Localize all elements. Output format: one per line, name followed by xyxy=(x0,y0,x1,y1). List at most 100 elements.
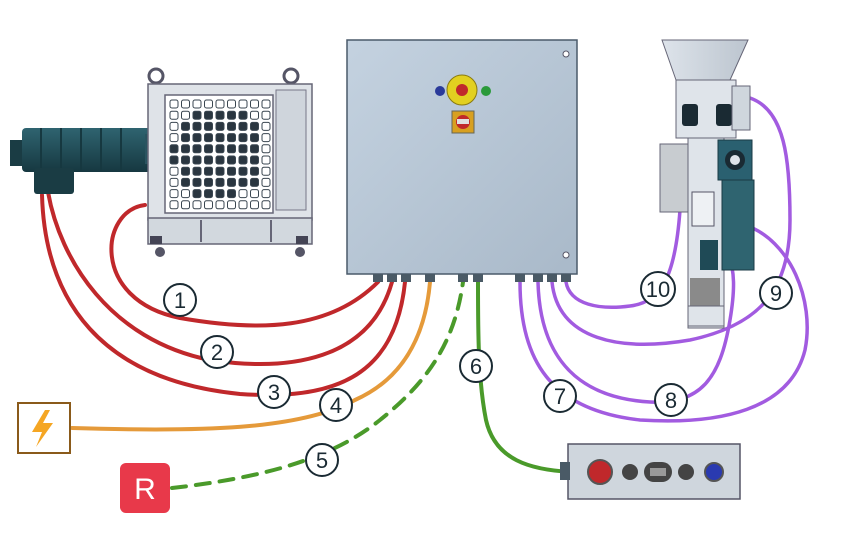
grille-hole xyxy=(215,200,225,210)
grille-hole xyxy=(204,144,213,154)
grille-hole xyxy=(181,177,190,187)
grille-hole xyxy=(181,99,190,109)
grille-hole xyxy=(238,155,248,165)
cable-9 xyxy=(550,96,792,346)
control-pendant xyxy=(560,443,741,500)
cable-6 xyxy=(476,280,574,474)
grille-hole xyxy=(192,177,202,187)
remote-logo-letter: R xyxy=(134,473,156,506)
svg-text:3: 3 xyxy=(268,380,280,405)
grille-hole xyxy=(169,121,179,131)
label-2: 2 xyxy=(200,335,234,369)
cable-3 xyxy=(40,193,407,397)
grille-hole xyxy=(250,144,259,154)
grille-hole xyxy=(215,189,225,199)
grille-hole xyxy=(261,189,271,199)
grille-hole xyxy=(261,200,271,210)
grille-hole xyxy=(238,133,248,143)
grille-hole xyxy=(181,155,190,165)
cables xyxy=(40,96,809,490)
grille-hole xyxy=(181,121,190,131)
grille-hole xyxy=(204,121,213,131)
grille-hole xyxy=(169,155,179,165)
grille-hole xyxy=(227,110,236,120)
grille-hole xyxy=(261,155,271,165)
grille-hole xyxy=(238,110,248,120)
grille-hole xyxy=(250,177,259,187)
grille-hole xyxy=(204,99,213,109)
grille-hole xyxy=(181,110,190,120)
label-4: 4 xyxy=(319,388,353,422)
grille-hole xyxy=(261,144,271,154)
grille-hole xyxy=(169,177,179,187)
label-9: 9 xyxy=(759,276,793,310)
grille-hole xyxy=(204,133,213,143)
grille-hole xyxy=(215,99,225,109)
grille-hole xyxy=(215,133,225,143)
fan-grille xyxy=(169,99,271,210)
remote-r-logo-icon: R xyxy=(120,463,170,513)
grille-hole xyxy=(250,133,259,143)
grille-hole xyxy=(261,110,271,120)
pendant-selector-2[interactable] xyxy=(678,464,694,480)
grille-hole xyxy=(169,144,179,154)
grille-hole xyxy=(215,166,225,176)
grille-hole xyxy=(169,99,179,109)
grille-hole xyxy=(192,166,202,176)
control-cabinet xyxy=(346,39,578,282)
grille-hole xyxy=(227,99,236,109)
cooling-unit xyxy=(147,67,313,257)
grille-hole xyxy=(261,99,271,109)
grille-hole xyxy=(215,121,225,131)
pendant-selector-1[interactable] xyxy=(622,464,638,480)
grille-hole xyxy=(169,110,179,120)
grille-hole xyxy=(227,166,236,176)
svg-text:7: 7 xyxy=(554,384,566,409)
grille-hole xyxy=(181,144,190,154)
grille-hole xyxy=(261,121,271,131)
grille-hole xyxy=(238,177,248,187)
cable-7 xyxy=(518,223,809,423)
cable-1 xyxy=(109,203,380,328)
grille-hole xyxy=(261,166,271,176)
label-6: 6 xyxy=(459,349,493,383)
svg-text:9: 9 xyxy=(770,281,782,306)
grille-hole xyxy=(169,166,179,176)
grille-hole xyxy=(215,144,225,154)
grille-hole xyxy=(192,144,202,154)
grille-hole xyxy=(192,99,202,109)
cable-10 xyxy=(564,208,682,309)
grille-hole xyxy=(250,110,259,120)
grille-hole xyxy=(192,110,202,120)
grille-hole xyxy=(227,155,236,165)
grille-hole xyxy=(227,189,236,199)
grille-hole xyxy=(250,200,259,210)
svg-text:8: 8 xyxy=(665,388,677,413)
grille-hole xyxy=(261,177,271,187)
cable-5 xyxy=(170,280,465,490)
grille-hole xyxy=(192,200,202,210)
svg-text:2: 2 xyxy=(211,340,223,365)
grille-hole xyxy=(192,133,202,143)
grille-hole xyxy=(250,166,259,176)
grille-hole xyxy=(250,99,259,109)
grille-hole xyxy=(261,133,271,143)
grille-hole xyxy=(238,144,248,154)
grille-hole xyxy=(238,189,248,199)
grille-hole xyxy=(192,121,202,131)
grille-hole xyxy=(215,177,225,187)
grille-hole xyxy=(250,189,259,199)
grille-hole xyxy=(204,155,213,165)
svg-text:10: 10 xyxy=(646,277,670,302)
pendant-blue-button[interactable] xyxy=(704,462,724,482)
pendant-emergency-button[interactable] xyxy=(587,459,613,485)
label-7: 7 xyxy=(543,379,577,413)
grille-hole xyxy=(204,200,213,210)
grille-hole xyxy=(250,121,259,131)
grille-hole xyxy=(169,133,179,143)
svg-text:6: 6 xyxy=(470,354,482,379)
label-10: 10 xyxy=(640,271,676,307)
grille-hole xyxy=(238,121,248,131)
